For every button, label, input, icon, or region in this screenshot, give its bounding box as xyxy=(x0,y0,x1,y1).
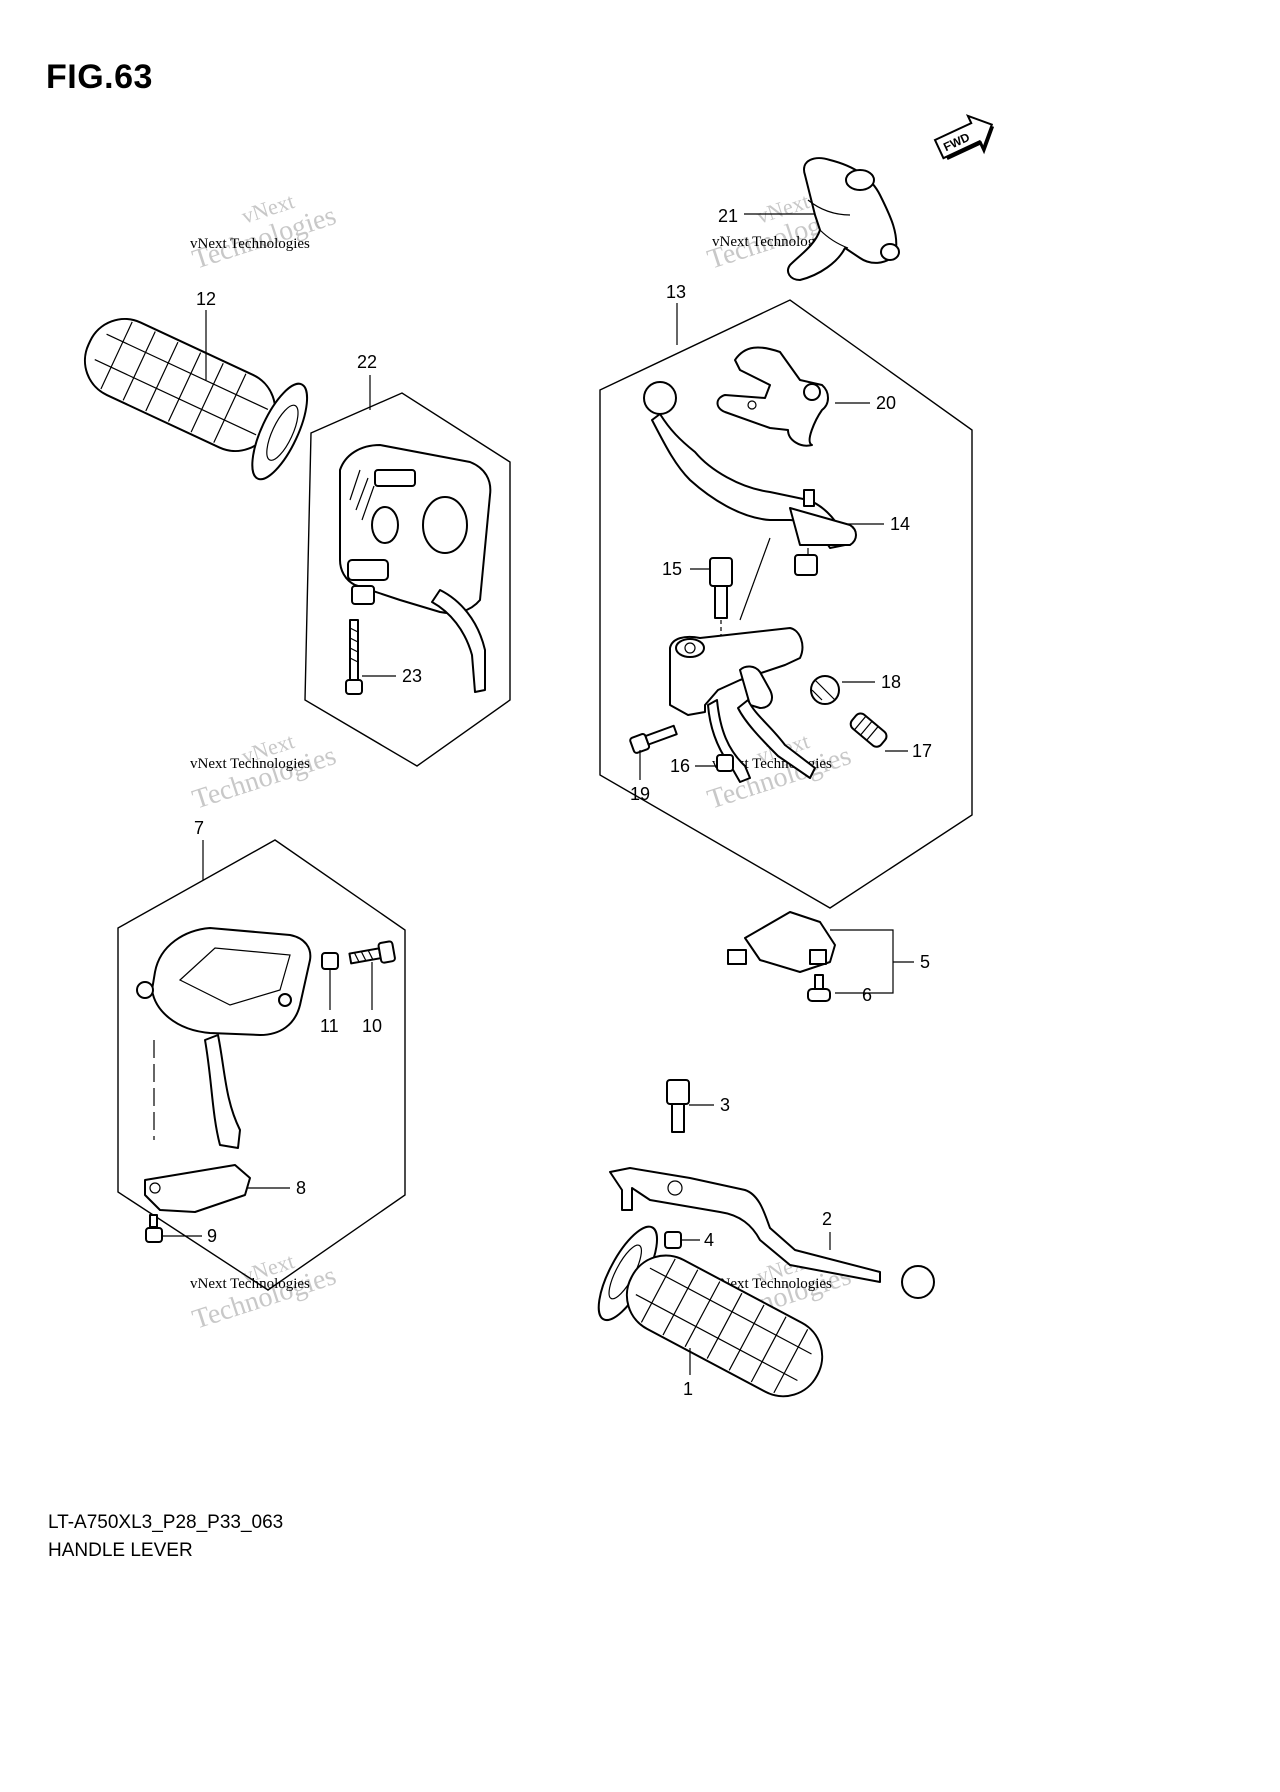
part-22-frame xyxy=(304,392,511,767)
part-16-nut xyxy=(716,754,734,772)
callout-22: 22 xyxy=(357,352,377,372)
part-12-left-grip xyxy=(83,317,309,481)
callout-12: 12 xyxy=(196,289,216,309)
callout-6: 6 xyxy=(862,985,872,1005)
part-19-screw xyxy=(629,724,678,754)
part-4-nut xyxy=(664,1231,682,1249)
leader-5-6 xyxy=(830,929,914,994)
watermark-label: vNext Technologies xyxy=(712,234,832,250)
callout-15: 15 xyxy=(662,559,682,579)
part-14-brake-lever xyxy=(643,381,857,576)
watermark-label: vNext Technologies xyxy=(190,1276,310,1292)
callout-13: 13 xyxy=(666,282,686,302)
model-code: LT-A750XL3_P28_P33_063 xyxy=(48,1512,284,1533)
callout-8: 8 xyxy=(296,1178,306,1198)
callout-23: 23 xyxy=(402,666,422,686)
callout-18: 18 xyxy=(881,672,901,692)
part-9-screw xyxy=(145,1214,163,1243)
part-3-bolt xyxy=(666,1079,690,1133)
master-cylinder-body xyxy=(669,627,816,783)
watermark-label: vNext Technologies xyxy=(712,1276,832,1292)
part-1-right-grip xyxy=(597,1225,824,1398)
part-18-cap xyxy=(810,675,840,705)
part-5-brake-switch xyxy=(727,911,836,973)
part-2-lever xyxy=(609,1167,935,1299)
part-10-bolt xyxy=(348,940,396,965)
part-22-switch-box xyxy=(339,444,492,693)
callout-16: 16 xyxy=(670,756,690,776)
watermark-group: vNext Technologies xyxy=(189,188,340,275)
part-13-frame xyxy=(599,299,973,909)
callout-1: 1 xyxy=(683,1379,693,1399)
callout-20: 20 xyxy=(876,393,896,413)
part-21-cover xyxy=(787,157,900,281)
callout-9: 9 xyxy=(207,1226,217,1246)
fwd-direction-badge: FWD xyxy=(933,114,995,161)
callout-19: 19 xyxy=(630,784,650,804)
callout-17: 17 xyxy=(912,741,932,761)
watermark-label: vNext Technologies xyxy=(190,756,310,772)
callout-3: 3 xyxy=(720,1095,730,1115)
section-name: HANDLE LEVER xyxy=(48,1540,193,1561)
part-17-boot xyxy=(849,712,888,748)
callout-11: 11 xyxy=(320,1016,339,1036)
watermark-label: vNext Technologies xyxy=(190,236,310,252)
callout-2: 2 xyxy=(822,1209,832,1229)
callout-14: 14 xyxy=(890,514,910,534)
callout-4: 4 xyxy=(704,1230,714,1250)
part-7-frame xyxy=(117,839,406,1291)
part-20-bracket xyxy=(716,346,829,447)
part-7-throttle-housing xyxy=(136,927,312,1149)
part-8-plate xyxy=(144,1164,251,1213)
part-15-pivot-bolt xyxy=(709,557,733,619)
figure-title: FIG.63 xyxy=(46,58,153,96)
callout-7: 7 xyxy=(194,818,204,838)
part-6-screw xyxy=(807,974,831,1002)
part-11-nut xyxy=(321,952,339,970)
callout-10: 10 xyxy=(362,1016,382,1036)
callout-21: 21 xyxy=(718,206,738,226)
part-23-screw xyxy=(345,619,363,695)
callout-5: 5 xyxy=(920,952,930,972)
